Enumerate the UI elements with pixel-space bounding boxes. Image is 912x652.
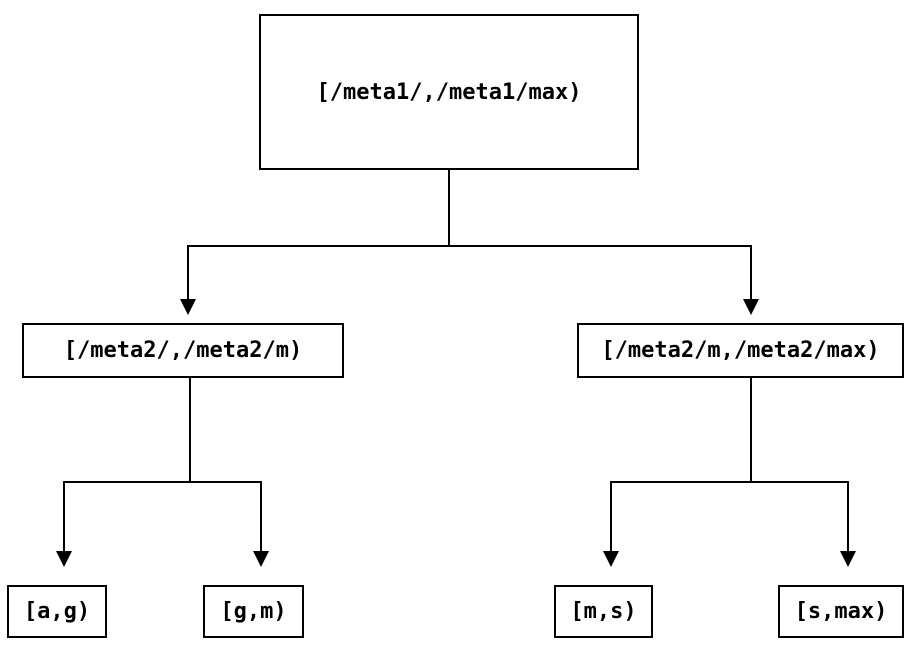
arrowhead-right-child-icon	[743, 299, 759, 315]
node-leaf-ms: [m,s)	[554, 585, 653, 638]
node-right-child-label: [/meta2/m,/meta2/max)	[601, 338, 880, 363]
arrowhead-left-child-icon	[180, 299, 196, 315]
node-leaf-ag-label: [a,g)	[23, 599, 91, 624]
node-leaf-smax-label: [s,max)	[794, 599, 888, 624]
edge-left-to-leaves	[56, 378, 269, 567]
edge-root-to-children	[180, 170, 759, 315]
node-leaf-gm-label: [g,m)	[220, 599, 287, 624]
node-leaf-ag: [a,g)	[7, 585, 107, 638]
arrowhead-leaf-smax-icon	[840, 551, 856, 567]
node-left-child: [/meta2/,/meta2/m)	[22, 323, 344, 378]
node-root: [/meta1/,/meta1/max)	[259, 14, 639, 170]
node-leaf-gm: [g,m)	[203, 585, 304, 638]
node-right-child: [/meta2/m,/meta2/max)	[577, 323, 904, 378]
arrowhead-leaf-ms-icon	[603, 551, 619, 567]
node-leaf-smax: [s,max)	[778, 585, 904, 638]
node-left-child-label: [/meta2/,/meta2/m)	[63, 338, 303, 363]
node-leaf-ms-label: [m,s)	[570, 599, 637, 624]
arrowhead-leaf-ag-icon	[56, 551, 72, 567]
node-root-label: [/meta1/,/meta1/max)	[316, 79, 582, 105]
edge-right-to-leaves	[603, 378, 856, 567]
arrowhead-leaf-gm-icon	[253, 551, 269, 567]
